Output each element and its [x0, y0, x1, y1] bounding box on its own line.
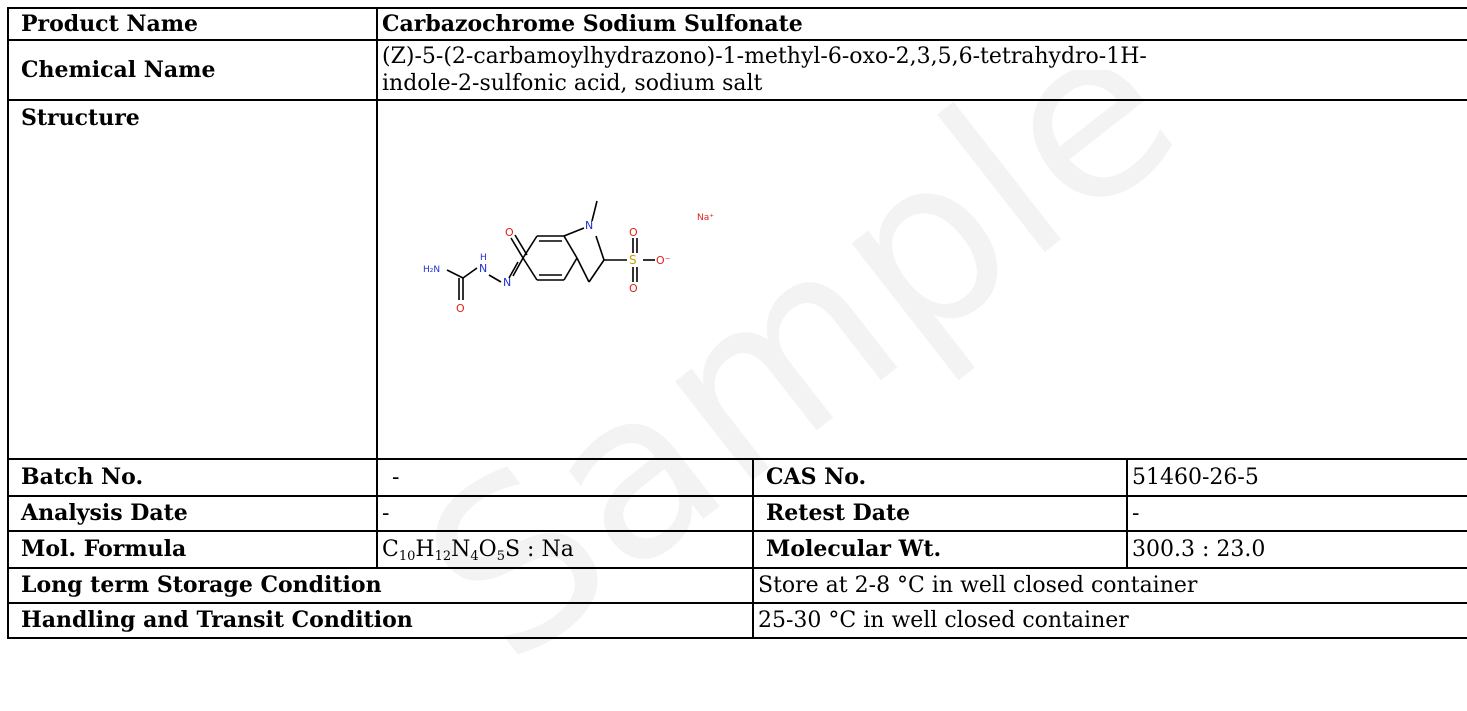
- mol-formula-label: Mol. Formula: [7, 530, 378, 569]
- batch-label: Batch No.: [7, 458, 378, 497]
- row-formula: Mol. Formula C10H12N4O5S : Na Molecular …: [7, 530, 1467, 569]
- atom-o-amide: O: [456, 302, 465, 315]
- chemical-name-label: Chemical Name: [7, 39, 378, 101]
- retest-date-label: Retest Date: [752, 495, 1128, 532]
- atom-o-minus: O⁻: [656, 254, 671, 267]
- molecule-structure: O N S O O O⁻ Na⁺ N N H H₂N O: [423, 200, 714, 315]
- row-batch: Batch No. - CAS No. 51460-26-5: [7, 458, 1467, 497]
- row-storage: Long term Storage Condition Store at 2-8…: [7, 567, 1467, 604]
- row-product-name: Product Name Carbazochrome Sodium Sulfon…: [7, 7, 1467, 41]
- batch-value: -: [376, 458, 754, 497]
- atom-n1: N: [479, 262, 487, 275]
- chemical-name-value: (Z)-5-(2-carbamoylhydrazono)-1-methyl-6-…: [376, 39, 1467, 101]
- atom-nh: H: [480, 253, 487, 263]
- storage-label: Long term Storage Condition: [7, 567, 754, 604]
- structure-cell: O N S O O O⁻ Na⁺ N N H H₂N O: [376, 99, 1467, 460]
- chemical-name-text: (Z)-5-(2-carbamoylhydrazono)-1-methyl-6-…: [382, 44, 1147, 96]
- handling-label: Handling and Transit Condition: [7, 602, 754, 639]
- atom-n2: N: [503, 276, 511, 289]
- atom-n-ring: N: [585, 219, 593, 232]
- row-chemical-name: Chemical Name (Z)-5-(2-carbamoylhydrazon…: [7, 39, 1467, 101]
- row-handling: Handling and Transit Condition 25-30 °C …: [7, 602, 1467, 639]
- molecular-wt-value: 300.3 : 23.0: [1126, 530, 1467, 569]
- structure-label: Structure: [21, 105, 140, 131]
- molecule-atoms: O N S O O O⁻ Na⁺ N N H H₂N O: [423, 213, 714, 315]
- atom-o-bottom: O: [629, 282, 638, 295]
- molecule-bonds: [446, 200, 655, 300]
- handling-value: 25-30 °C in well closed container: [752, 602, 1467, 639]
- molecular-wt-label: Molecular Wt.: [752, 530, 1128, 569]
- product-name-value: Carbazochrome Sodium Sulfonate: [376, 7, 1467, 41]
- atom-na: Na⁺: [697, 213, 714, 223]
- product-name-label: Product Name: [7, 7, 378, 41]
- structure-label-cell: Structure: [7, 99, 378, 460]
- retest-date-value: -: [1126, 495, 1467, 532]
- mol-formula-value: C10H12N4O5S : Na: [376, 530, 754, 569]
- row-structure: Structure: [7, 99, 1467, 460]
- row-dates: Analysis Date - Retest Date -: [7, 495, 1467, 532]
- atom-s: S: [629, 253, 637, 267]
- analysis-date-value: -: [376, 495, 754, 532]
- cas-label: CAS No.: [752, 458, 1128, 497]
- coa-table: Product Name Carbazochrome Sodium Sulfon…: [7, 7, 1467, 639]
- atom-o-top: O: [629, 226, 638, 239]
- atom-h2n: H₂N: [423, 265, 440, 275]
- cas-value: 51460-26-5: [1126, 458, 1467, 497]
- storage-value: Store at 2-8 °C in well closed container: [752, 567, 1467, 604]
- analysis-date-label: Analysis Date: [7, 495, 378, 532]
- atom-o-keto: O: [505, 226, 514, 239]
